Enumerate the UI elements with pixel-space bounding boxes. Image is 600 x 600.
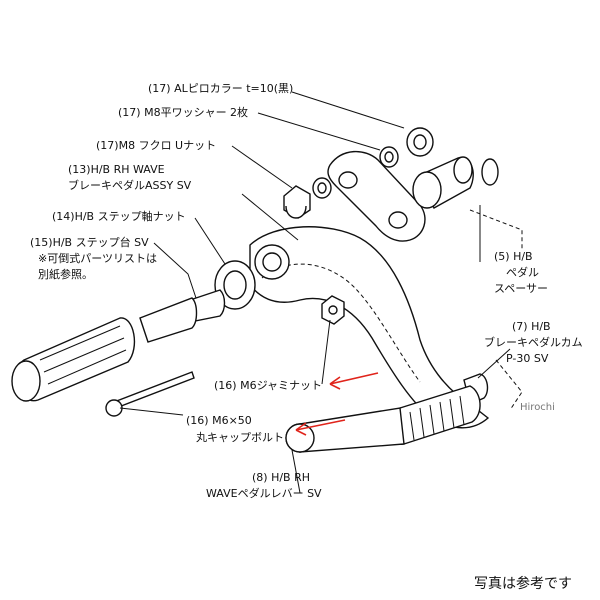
leader-lines	[119, 91, 511, 494]
label-cam-2: ブレーキペダルカム	[484, 335, 583, 349]
m6-cap-bolt	[105, 371, 195, 417]
label-step-base-1: (15)H/B ステップ台 SV	[30, 235, 149, 249]
label-al-collar: (17) ALピロカラー t=10(黒)	[148, 82, 293, 95]
label-cam-1: (7) H/B	[512, 320, 551, 333]
label-step-base-3: 別紙参照。	[38, 267, 93, 281]
red-arrows	[295, 372, 379, 436]
label-spacer-1: (5) H/B	[494, 250, 533, 263]
brake-pedal-plate	[327, 150, 426, 242]
footer-note: 写真は参考です	[474, 575, 572, 592]
step-shaft-nut	[214, 260, 256, 310]
label-brake-pedal-2: ブレーキペダルASSY SV	[68, 178, 192, 192]
label-m6-bolt-1: (16) M6×50	[186, 414, 252, 427]
label-spacer-3: スペーサー	[494, 282, 548, 295]
label-step-base-2: ※可倒式パーツリストは	[38, 252, 157, 265]
washers	[312, 127, 499, 199]
m8-cap-nut	[283, 185, 311, 219]
label-m8-washer: (17) M8平ワッシャー 2枚	[118, 105, 248, 119]
label-m6-jam-nut: (16) M6ジャミナット	[214, 379, 322, 392]
label-cam-3: P-30 SV	[506, 352, 549, 365]
label-spacer-2: ペダル	[506, 265, 539, 279]
label-pedal-lever-2: WAVEペダルレバー SV	[206, 486, 322, 500]
watermark: Hirochi	[520, 402, 555, 413]
pedal-spacer	[412, 156, 474, 209]
m6-jam-nut	[321, 295, 345, 325]
label-pedal-lever-1: (8) H/B RH	[252, 471, 310, 484]
step-base	[11, 289, 226, 402]
pedal-tip	[285, 373, 489, 453]
label-m6-bolt-2: 丸キャップボルト	[196, 431, 284, 444]
label-step-shaft-nut: (14)H/B ステップ軸ナット	[52, 209, 186, 223]
label-m8-nut: (17)M8 フクロ Uナット	[96, 139, 216, 152]
label-brake-pedal-1: (13)H/B RH WAVE	[68, 163, 165, 176]
